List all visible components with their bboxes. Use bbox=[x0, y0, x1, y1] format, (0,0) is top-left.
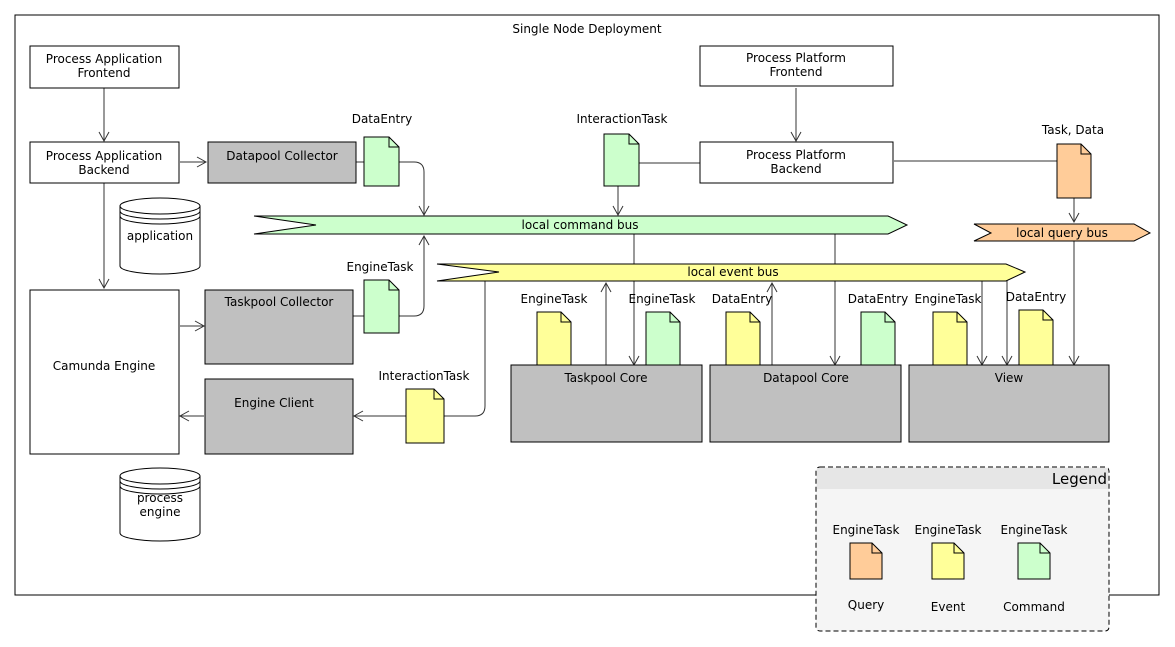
legend-item-command-caption: Command bbox=[1003, 600, 1065, 614]
edge-event-bus-engine-client bbox=[354, 281, 486, 416]
svg-text:Datapool Core: Datapool Core bbox=[763, 371, 849, 385]
svg-text:Backend: Backend bbox=[78, 163, 129, 177]
svg-text:Process Platform: Process Platform bbox=[746, 148, 846, 162]
svg-text:Frontend: Frontend bbox=[770, 65, 823, 79]
local-query-bus: local query bus bbox=[973, 223, 1152, 242]
legend-item-event-label: EngineTask bbox=[914, 523, 981, 537]
camunda-engine-box: Camunda Engine bbox=[29, 289, 180, 455]
engine-client-box: Engine Client bbox=[204, 378, 354, 455]
enginetask-command-taskpool-core-label: EngineTask bbox=[628, 292, 695, 306]
dataentry-event-view: DataEntry bbox=[1006, 290, 1067, 366]
legend-title: Legend bbox=[1052, 470, 1107, 488]
legend-item-event-caption: Event bbox=[931, 600, 966, 614]
local-event-bus: local event bus bbox=[436, 263, 1027, 282]
dataentry-message-collector-label: DataEntry bbox=[352, 112, 413, 126]
svg-text:Process Application: Process Application bbox=[46, 52, 162, 66]
interactiontask-message-engine-client: InteractionTask bbox=[378, 369, 470, 444]
svg-text:local query bus: local query bus bbox=[1016, 226, 1108, 240]
taskpool-collector-box: Taskpool Collector bbox=[204, 289, 354, 365]
svg-text:Taskpool Collector: Taskpool Collector bbox=[224, 295, 334, 309]
enginetask-message-taskpool-collector: EngineTask bbox=[346, 260, 414, 334]
dataentry-message-collector: DataEntry bbox=[352, 112, 413, 187]
datapool-core-box: Datapool Core bbox=[709, 364, 902, 443]
view-box: View bbox=[908, 364, 1110, 443]
edge-datapool-collector-command-bus bbox=[356, 161, 424, 215]
task-data-message-query-label: Task, Data bbox=[1041, 123, 1104, 137]
dataentry-event-datapool-core: DataEntry bbox=[712, 292, 773, 366]
dataentry-command-datapool-core: DataEntry bbox=[848, 292, 909, 366]
legend-item-query-label: EngineTask bbox=[832, 523, 899, 537]
interactiontask-message-platform-label: InteractionTask bbox=[576, 112, 667, 126]
enginetask-event-view-label: EngineTask bbox=[914, 292, 981, 306]
svg-text:Taskpool Core: Taskpool Core bbox=[563, 371, 647, 385]
svg-text:Process Platform: Process Platform bbox=[746, 51, 846, 65]
interactiontask-message-platform: InteractionTask bbox=[576, 112, 668, 187]
svg-text:local event bus: local event bus bbox=[687, 265, 778, 279]
enginetask-event-taskpool-core-label: EngineTask bbox=[520, 292, 587, 306]
svg-text:application: application bbox=[127, 229, 193, 243]
svg-text:Backend: Backend bbox=[770, 162, 821, 176]
enginetask-event-view: EngineTask bbox=[914, 292, 982, 366]
dataentry-event-datapool-core-label: DataEntry bbox=[712, 292, 773, 306]
svg-text:engine: engine bbox=[140, 505, 181, 519]
interactiontask-message-engine-client-label: InteractionTask bbox=[378, 369, 469, 383]
application-database: application bbox=[119, 197, 201, 275]
svg-text:process: process bbox=[137, 491, 183, 505]
datapool-collector-box: Datapool Collector bbox=[207, 141, 357, 184]
svg-text:View: View bbox=[995, 371, 1024, 385]
taskpool-core-box: Taskpool Core bbox=[510, 364, 703, 443]
task-data-message-query: Task, Data bbox=[1041, 123, 1104, 199]
process-engine-database: process engine bbox=[119, 467, 201, 542]
svg-text:Frontend: Frontend bbox=[78, 66, 131, 80]
edge-taskpool-collector-command-bus bbox=[353, 236, 424, 317]
local-command-bus: local command bus bbox=[253, 215, 909, 235]
pa-frontend-box: Process Application Frontend bbox=[29, 45, 180, 89]
edge-pp-backend-query-bus bbox=[894, 160, 1074, 222]
enginetask-message-taskpool-collector-label: EngineTask bbox=[346, 260, 413, 274]
legend-item-query-caption: Query bbox=[848, 598, 884, 612]
pp-backend-box: Process Platform Backend bbox=[699, 141, 894, 184]
svg-text:Datapool Collector: Datapool Collector bbox=[226, 149, 338, 163]
svg-text:Camunda Engine: Camunda Engine bbox=[53, 359, 156, 373]
pa-backend-box: Process Application Backend bbox=[29, 141, 180, 184]
svg-text:local command bus: local command bus bbox=[522, 218, 639, 232]
edge-pp-backend-command-bus bbox=[618, 162, 700, 215]
legend: Legend EngineTaskQueryEngineTaskEventEng… bbox=[815, 466, 1110, 632]
legend-item-command-label: EngineTask bbox=[1000, 523, 1067, 537]
dataentry-event-view-label: DataEntry bbox=[1006, 290, 1067, 304]
svg-text:Process Application: Process Application bbox=[46, 149, 162, 163]
svg-text:Engine Client: Engine Client bbox=[234, 396, 314, 410]
frame-title: Single Node Deployment bbox=[512, 22, 662, 36]
dataentry-command-datapool-core-label: DataEntry bbox=[848, 292, 909, 306]
pp-frontend-box: Process Platform Frontend bbox=[699, 45, 894, 87]
enginetask-event-taskpool-core: EngineTask bbox=[520, 292, 588, 366]
enginetask-command-taskpool-core: EngineTask bbox=[628, 292, 696, 366]
